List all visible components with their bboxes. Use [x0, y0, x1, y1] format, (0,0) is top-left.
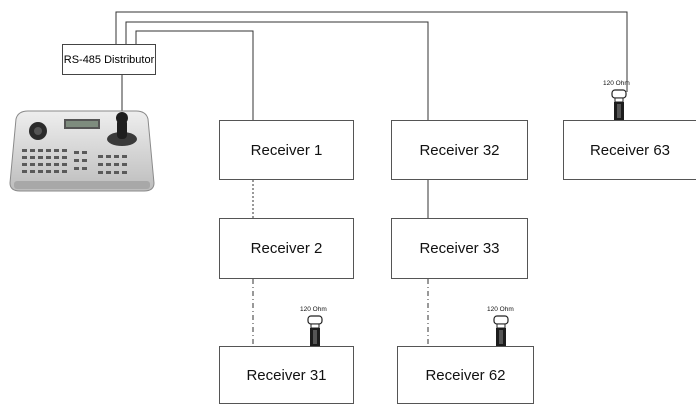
- receiver-63: Receiver 63: [563, 120, 696, 180]
- receiver-62: Receiver 62: [397, 346, 534, 404]
- receiver-1-label: Receiver 1: [250, 141, 323, 159]
- terminator-label-receiver-31: 120 Ohm: [300, 306, 327, 313]
- rs485-distributor: RS-485 Distributor: [62, 44, 156, 75]
- line-to-receiver-32: [125, 21, 429, 120]
- line-to-receiver-1: [135, 30, 254, 120]
- receiver-32-label: Receiver 32: [419, 141, 500, 159]
- receiver-1: Receiver 1: [219, 120, 354, 180]
- receiver-33: Receiver 33: [391, 218, 528, 279]
- line-to-receiver-63: [115, 11, 628, 92]
- receiver-32: Receiver 32: [391, 120, 528, 180]
- terminator-label-receiver-62: 120 Ohm: [487, 306, 514, 313]
- distributor-label: RS-485 Distributor: [63, 53, 155, 66]
- terminator-resistor-icon: [611, 89, 627, 120]
- receiver-2-label: Receiver 2: [250, 240, 323, 257]
- receiver-31-label: Receiver 31: [246, 366, 327, 384]
- terminator-resistor-icon: [493, 315, 509, 346]
- terminator-resistor-icon: [307, 315, 323, 346]
- terminator-label-receiver-63: 120 Ohm: [603, 80, 630, 87]
- receiver-2: Receiver 2: [219, 218, 354, 279]
- keyboard-controller-icon: [9, 110, 155, 192]
- receiver-31: Receiver 31: [219, 346, 354, 404]
- receiver-63-label: Receiver 63: [589, 141, 671, 159]
- receiver-62-label: Receiver 62: [425, 366, 506, 384]
- receiver-33-label: Receiver 33: [419, 240, 500, 257]
